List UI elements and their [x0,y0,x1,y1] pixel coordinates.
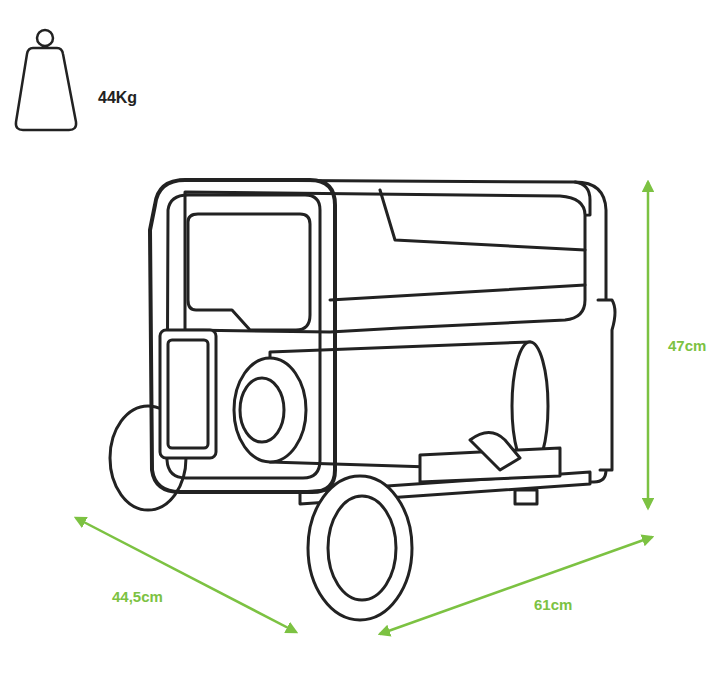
weight-value: 44Kg [98,88,137,107]
dimension-arrows [76,182,652,634]
generator-drawing [110,180,615,620]
depth-dimension: 44,5cm [112,588,163,606]
weight-icon [16,30,76,130]
width-dimension: 61cm [534,596,572,614]
height-dimension: 47cm [668,337,706,355]
